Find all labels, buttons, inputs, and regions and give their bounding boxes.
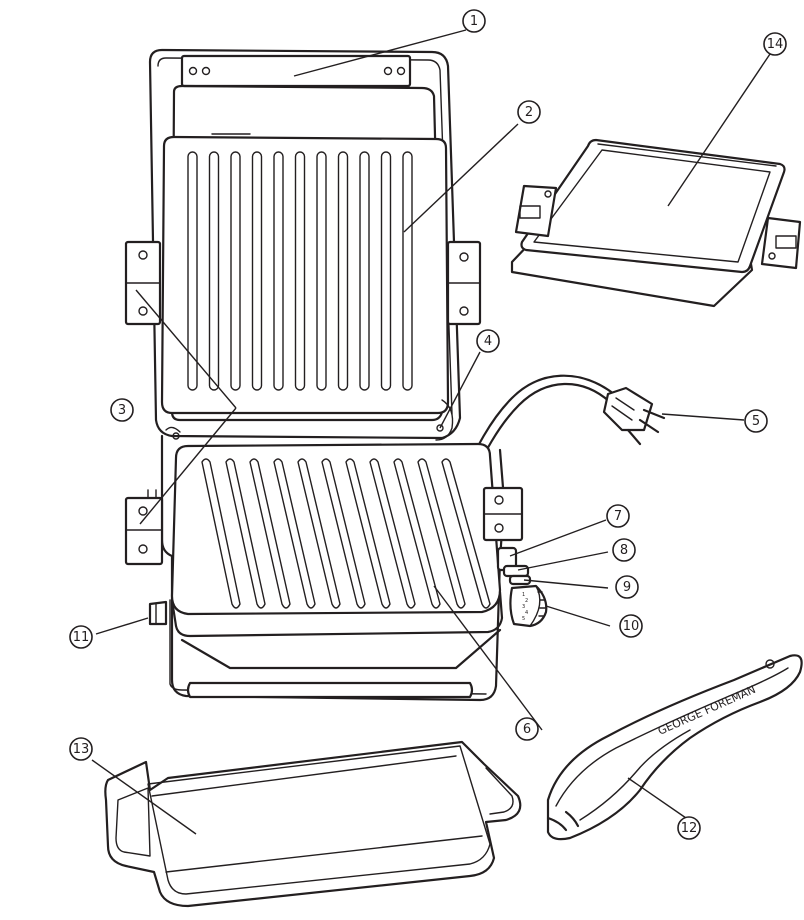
callout-3: 3 (110, 398, 134, 422)
dial-mark: 4 (525, 610, 528, 616)
dial-mark: 2 (525, 598, 528, 604)
drip-lip (148, 600, 168, 626)
callout-6: 6 (515, 717, 539, 741)
callout-10: 10 (619, 614, 643, 638)
callout-1: 1 (462, 9, 486, 33)
bottom-rib (369, 458, 416, 609)
callout-label-13: 13 (73, 742, 90, 757)
dial-mark: 1 (522, 592, 525, 598)
griddle-plate (510, 138, 802, 308)
bottom-rib (345, 458, 391, 609)
callout-label-10: 10 (623, 619, 640, 634)
top-rib (251, 151, 263, 391)
callout-label-14: 14 (767, 37, 784, 52)
cleaning-scraper: GEORGE FOREMAN (546, 654, 803, 841)
callout-label-11: 11 (73, 630, 90, 645)
bottom-rib (417, 458, 466, 609)
callout-8: 8 (612, 538, 636, 562)
bottom-rib (201, 458, 241, 609)
left-lower-bracket (124, 489, 164, 566)
top-plate-ribs (187, 151, 413, 391)
power-plug (602, 386, 666, 446)
callout-5: 5 (744, 409, 768, 433)
bottom-rib (225, 458, 266, 609)
left-upper-bracket (124, 240, 162, 326)
top-rib (380, 151, 392, 391)
callout-4: 4 (476, 329, 500, 353)
right-lower-bracket (482, 486, 524, 542)
dial-mark: 5 (522, 616, 525, 622)
bottom-rib (273, 458, 316, 609)
callout-13: 13 (69, 737, 93, 761)
bottom-rib (321, 458, 366, 609)
bottom-plate-ribs (201, 458, 491, 609)
top-rib (402, 151, 413, 391)
dial-mark: 3 (522, 604, 525, 610)
callout-label-6: 6 (523, 722, 531, 737)
top-rib (187, 151, 198, 391)
callout-label-8: 8 (620, 543, 628, 558)
callout-label-12: 12 (681, 821, 698, 836)
bottom-rib (393, 458, 441, 609)
callout-label-9: 9 (623, 580, 631, 595)
top-rib (294, 151, 306, 391)
top-rib (316, 151, 327, 391)
lower-housing (160, 434, 506, 702)
top-rib (359, 151, 370, 391)
drip-tray (104, 740, 522, 908)
callout-2: 2 (517, 100, 541, 124)
top-rib (337, 151, 349, 391)
callout-9: 9 (615, 575, 639, 599)
bottom-rib (441, 458, 491, 609)
callout-label-7: 7 (614, 509, 622, 524)
top-rib (230, 151, 241, 391)
callout-label-2: 2 (525, 105, 533, 120)
bottom-rib (249, 458, 291, 609)
callout-label-4: 4 (484, 334, 492, 349)
callout-label-5: 5 (752, 414, 760, 429)
indicator-lights (496, 546, 532, 586)
top-rib (208, 151, 220, 391)
callout-12: 12 (677, 816, 701, 840)
callout-7: 7 (606, 504, 630, 528)
right-upper-bracket (446, 240, 482, 326)
bottom-rib (297, 458, 341, 609)
callout-label-1: 1 (470, 14, 478, 29)
leader-lines (91, 29, 771, 835)
callout-label-3: 3 (118, 403, 126, 418)
upper-housing (148, 48, 462, 440)
bottom-cooking-plate (170, 442, 504, 638)
top-cooking-plate (160, 133, 450, 415)
callout-11: 11 (69, 625, 93, 649)
callout-14: 14 (763, 32, 787, 56)
hinge-area (165, 399, 454, 441)
top-rib (273, 151, 284, 391)
